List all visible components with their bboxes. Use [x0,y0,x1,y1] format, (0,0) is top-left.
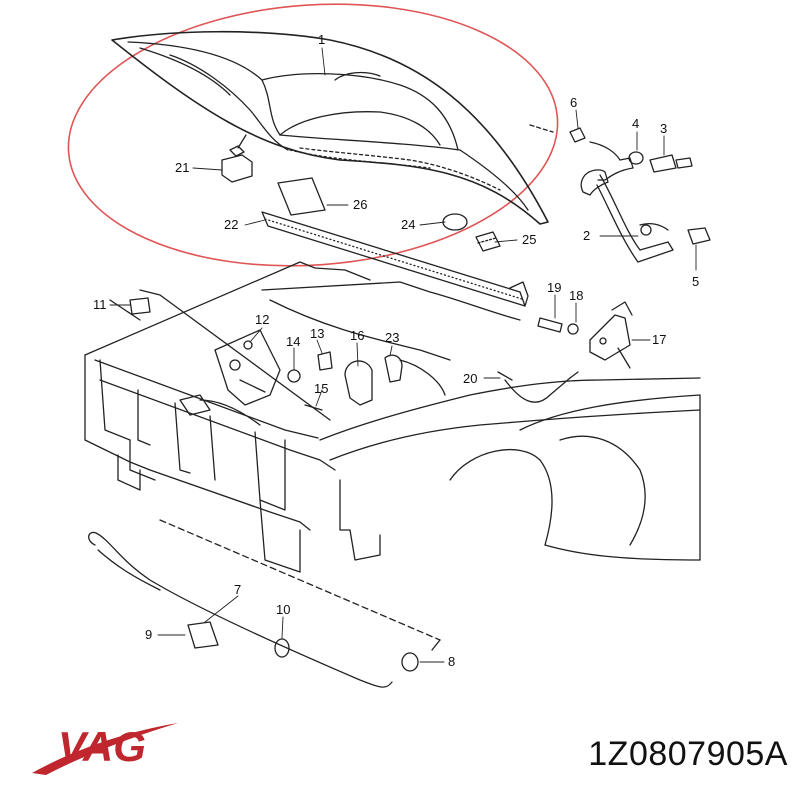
callout-21: 21 [175,160,189,175]
leader-lines [109,47,697,663]
part-8 [401,652,419,672]
callout-5: 5 [692,274,699,289]
callout-26: 26 [353,197,367,212]
callout-1: 1 [318,32,325,47]
callout-2: 2 [583,228,590,243]
part-24 [442,213,468,231]
part-14 [287,369,301,383]
body-frame [84,261,701,651]
logo-text: VAG [58,723,146,770]
callout-6: 6 [570,95,577,110]
callout-23: 23 [385,330,399,345]
callout-10: 10 [276,602,290,617]
part-11 [129,297,151,315]
callout-17: 17 [652,332,666,347]
callout-20: 20 [463,371,477,386]
callout-24: 24 [401,217,415,232]
callout-8: 8 [448,654,455,669]
part-12-latch [214,329,281,406]
vag-logo: VAG [32,723,178,775]
callout-19: 19 [547,280,561,295]
part-15 [304,404,323,411]
callout-11: 11 [93,297,107,312]
hinge-assembly [529,124,711,263]
highlight-ellipse [67,3,559,267]
callout-9: 9 [145,627,152,642]
part-13 [317,351,333,371]
callout-14: 14 [286,334,300,349]
logo-swoosh [32,723,178,775]
callout-18: 18 [569,288,583,303]
callout-12: 12 [255,312,269,327]
part-23 [384,354,403,383]
callout-4: 4 [632,116,639,131]
callout-15: 15 [314,381,328,396]
part-22-seal [261,211,529,307]
part-number: 1Z0807905A [588,735,788,773]
part-18 [567,323,579,335]
part-21 [221,134,253,183]
bonnet-panel [111,30,549,225]
callout-22: 22 [224,217,238,232]
part-16 [344,360,373,406]
callout-13: 13 [310,326,324,341]
part-17-lock [589,301,633,369]
callout-16: 16 [350,328,364,343]
part-20-cable [497,371,579,403]
callout-3: 3 [660,121,667,136]
part-25 [475,231,501,252]
callout-7: 7 [234,582,241,597]
part-19 [537,317,563,333]
part-7-cable [88,531,393,688]
part-10 [274,638,290,658]
part-26 [277,177,326,216]
callout-25: 25 [522,232,536,247]
callout-labels: 1 2 3 4 5 6 7 8 9 10 11 12 13 14 15 16 1… [93,32,699,669]
part-9 [187,621,219,649]
